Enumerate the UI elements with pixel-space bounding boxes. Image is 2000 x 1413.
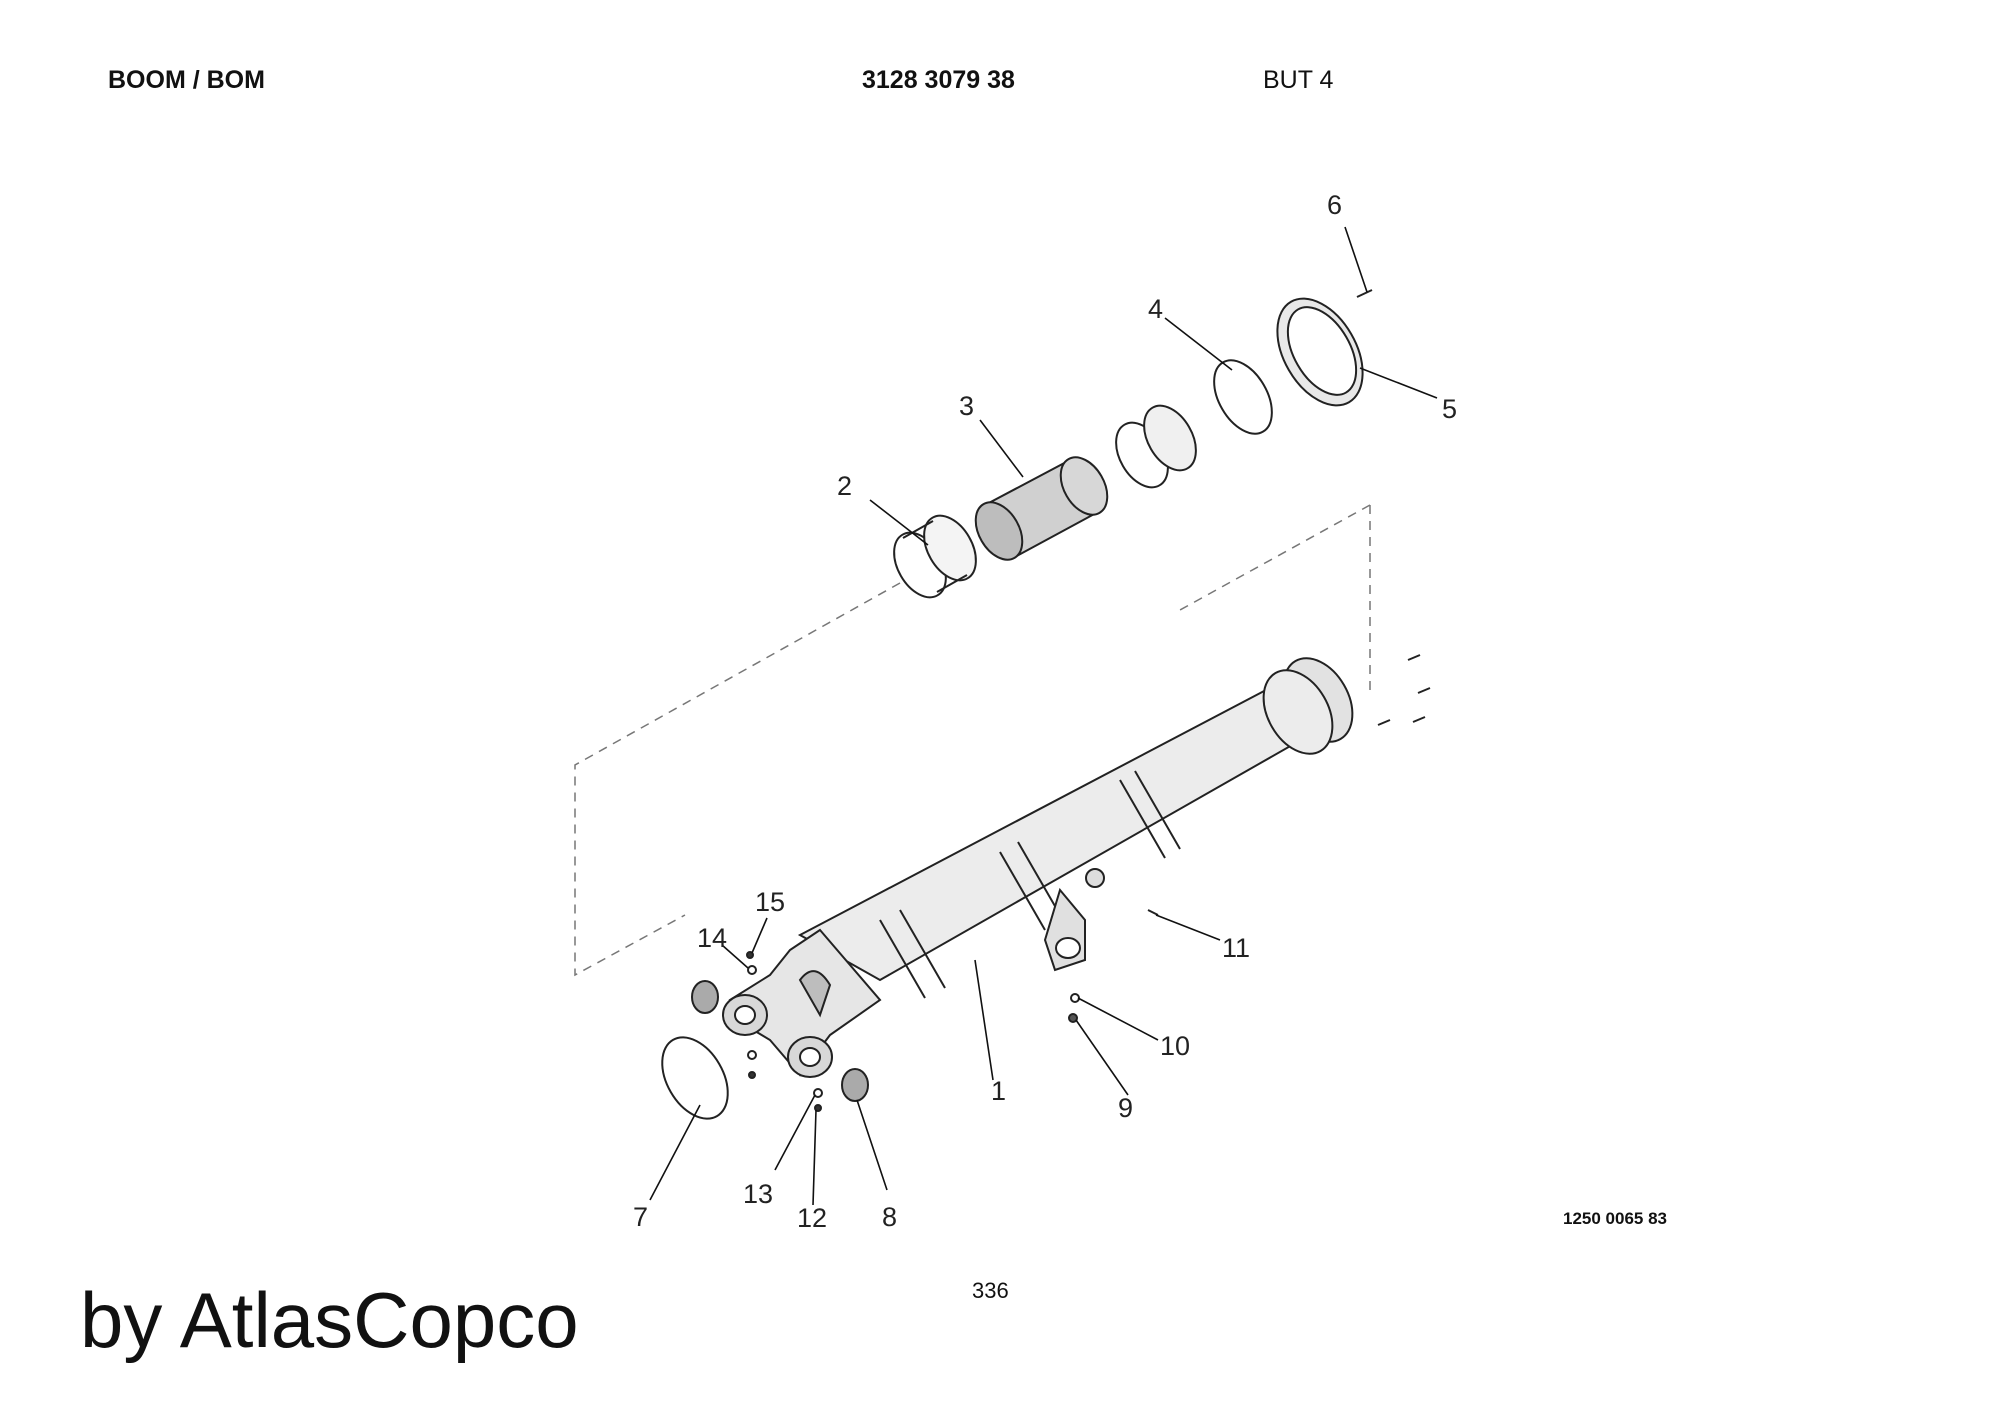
- ring-part-7: [661, 1036, 729, 1120]
- callout-14: 14: [697, 923, 727, 953]
- boom-body: [722, 657, 1354, 1078]
- revision-label: BUT 4: [1263, 66, 1334, 94]
- callout-4: 4: [1148, 294, 1163, 324]
- callout-13: 13: [743, 1179, 773, 1209]
- callout-6: 6: [1327, 190, 1342, 220]
- drawing-number: 1250 0065 83: [1563, 1209, 1667, 1228]
- callout-3: 3: [959, 391, 974, 421]
- callout-11: 11: [1222, 933, 1250, 963]
- callout-10: 10: [1160, 1031, 1190, 1061]
- brand-watermark: by AtlasCopco: [80, 1276, 579, 1364]
- callout-9: 9: [1118, 1093, 1133, 1123]
- callout-8: 8: [882, 1202, 897, 1232]
- part-number: 3128 3079 38: [862, 66, 1015, 94]
- page-number: 336: [972, 1278, 1009, 1303]
- bushing-part-8: [691, 980, 869, 1102]
- bushing-part-2: [893, 514, 977, 599]
- leader-lines: [649, 226, 1438, 1206]
- callout-1: 1: [991, 1076, 1006, 1106]
- callout-2: 2: [837, 471, 852, 501]
- callout-15: 15: [755, 887, 785, 917]
- end-screws: [1377, 654, 1431, 726]
- ring-part-4: [1213, 359, 1273, 435]
- callout-12: 12: [797, 1203, 827, 1233]
- assembly-guide-line: [574, 582, 901, 977]
- flange-part-5: [1276, 297, 1364, 407]
- screw-part-6: [1356, 289, 1373, 298]
- sleeve-part-3: [974, 456, 1109, 561]
- callout-7: 7: [633, 1202, 648, 1232]
- callout-5: 5: [1442, 394, 1457, 424]
- small-fittings: [746, 909, 1159, 1112]
- page-title: BOOM / BOM: [108, 66, 265, 94]
- bushing-unlabeled: [1115, 404, 1197, 489]
